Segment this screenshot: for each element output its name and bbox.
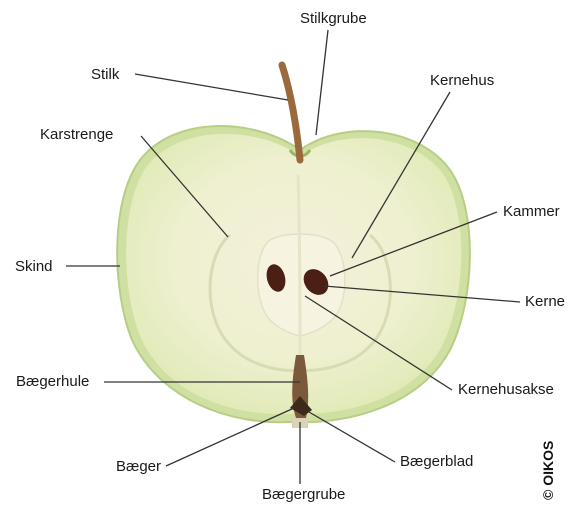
label-baegerblad: Bægerblad — [400, 453, 473, 471]
label-kerne: Kerne — [525, 293, 565, 311]
label-skind: Skind — [15, 258, 53, 276]
label-baeger: Bæger — [116, 458, 161, 476]
label-baegerhule: Bægerhule — [16, 373, 89, 391]
leader-stilkgrube — [316, 30, 328, 135]
label-stilkgrube: Stilkgrube — [300, 10, 367, 28]
label-kammer: Kammer — [503, 203, 560, 221]
label-stilk: Stilk — [91, 66, 119, 84]
copyright-notice: © OIKOS — [540, 441, 556, 500]
label-baegergrube: Bægergrube — [262, 486, 345, 504]
leader-stilk — [135, 74, 288, 100]
label-kernehusakse: Kernehusakse — [458, 381, 554, 399]
label-kernehus: Kernehus — [430, 72, 494, 90]
leader-baegerblad — [309, 412, 395, 462]
label-karstrenge: Karstrenge — [40, 126, 113, 144]
